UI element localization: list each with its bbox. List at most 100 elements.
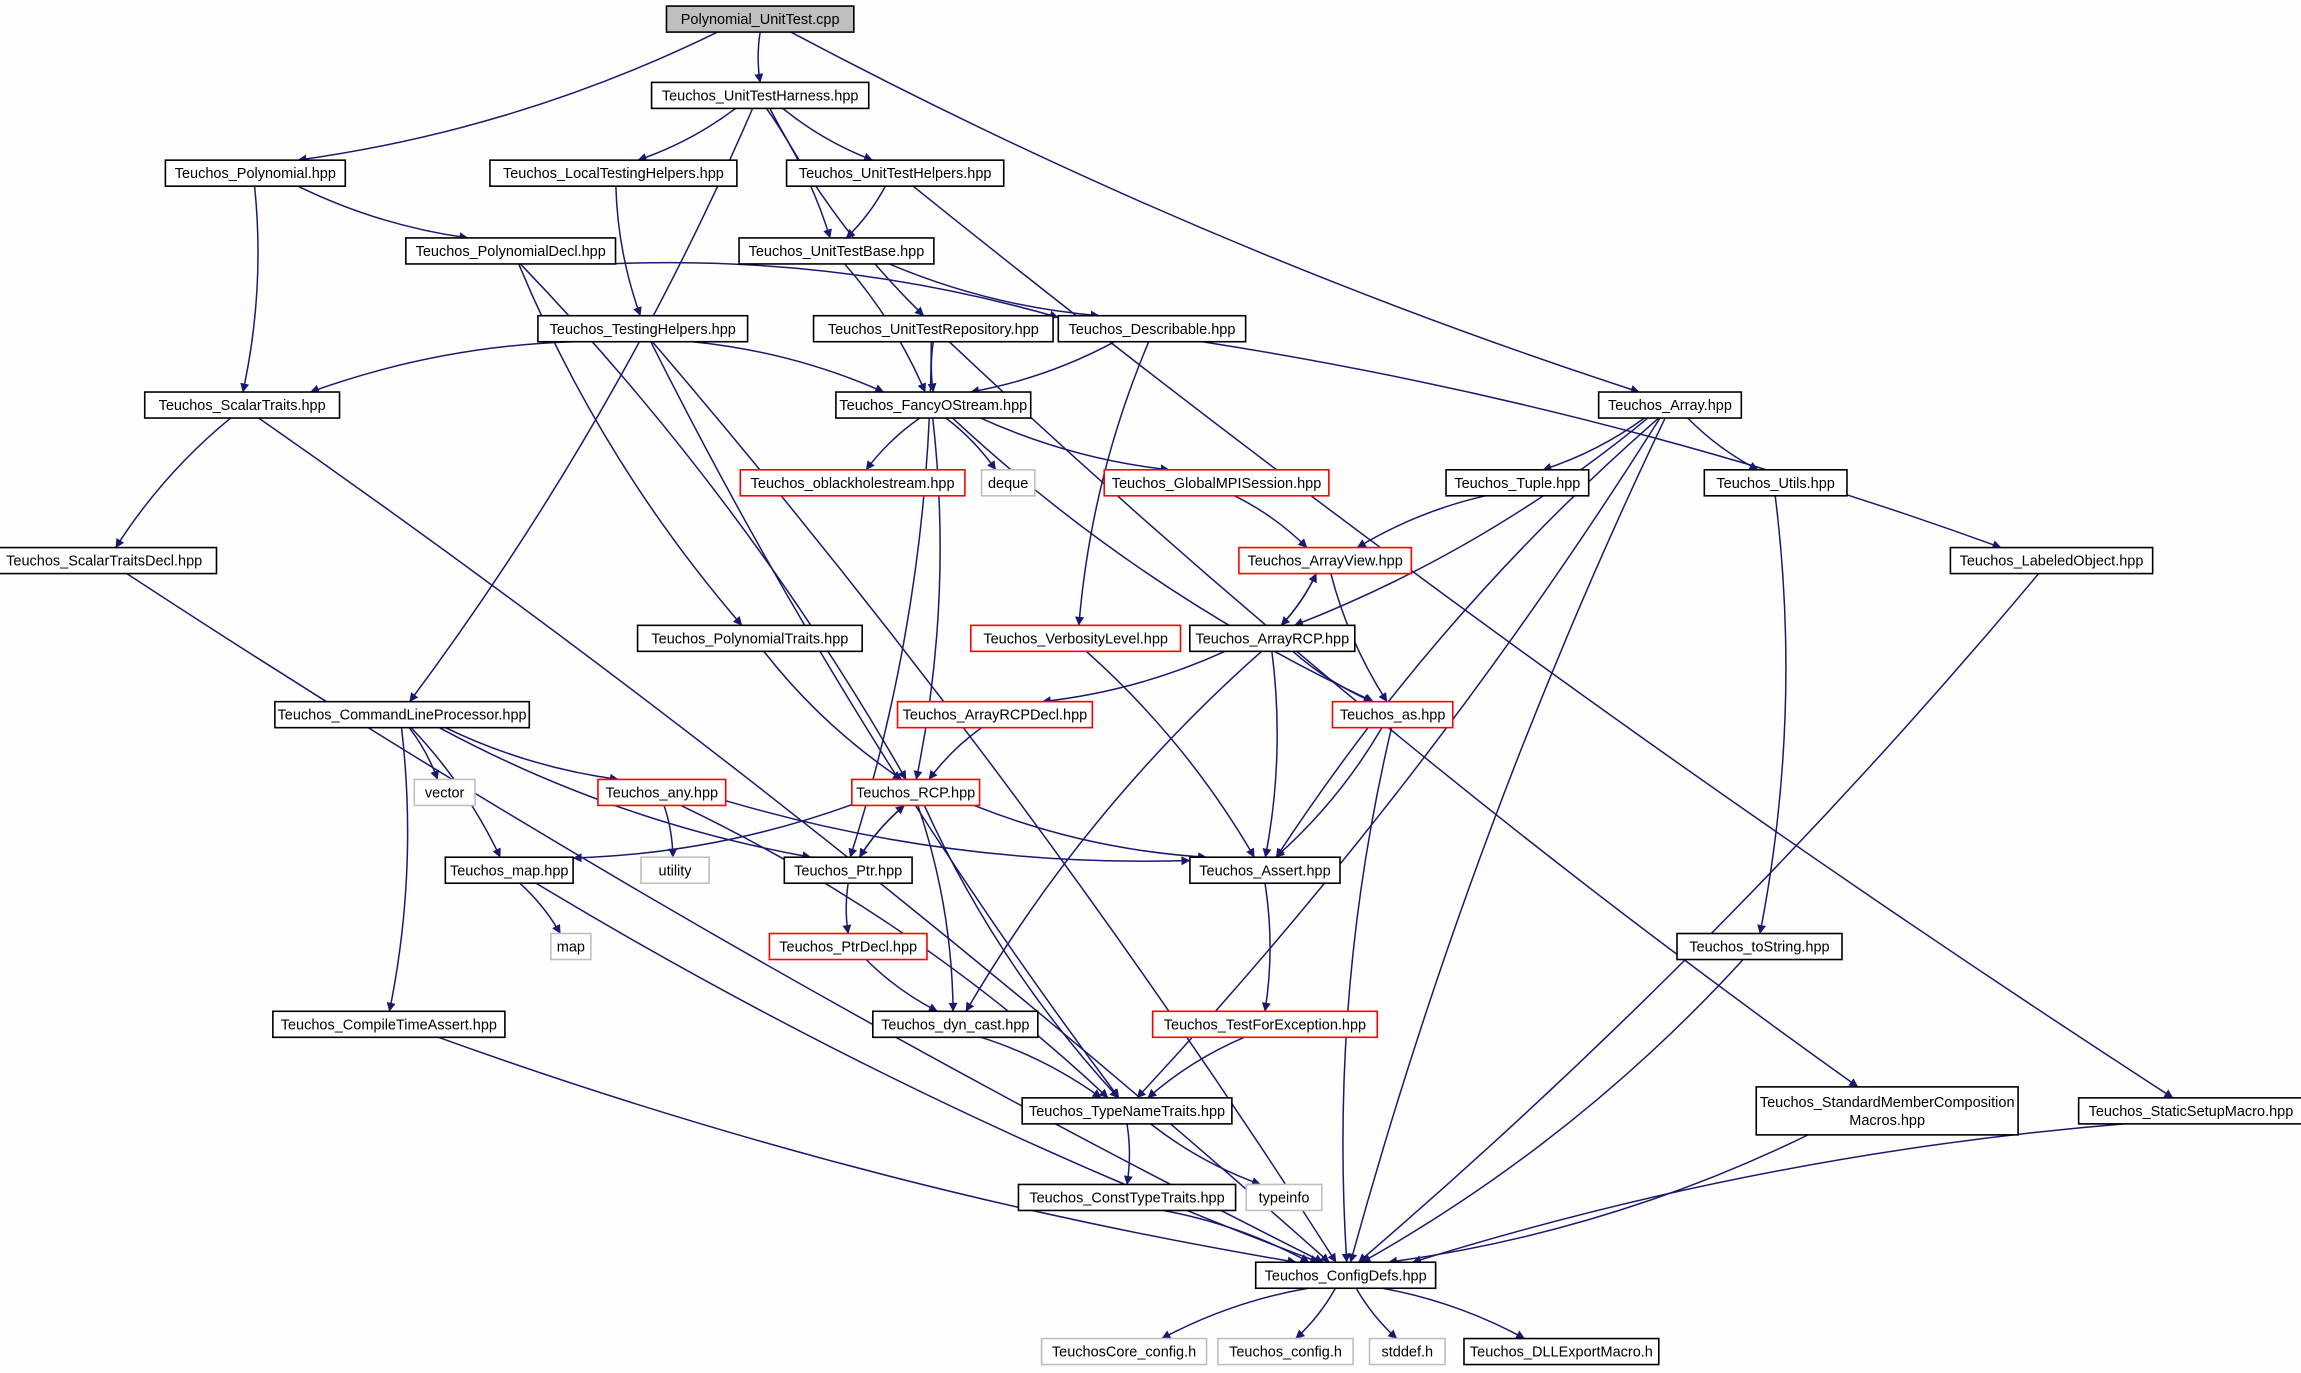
node-box [1103, 468, 1330, 497]
node-harness[interactable]: Teuchos_UnitTestHarness.hpp [650, 81, 870, 110]
node-label: deque [988, 476, 1028, 492]
node-box [444, 856, 574, 885]
edge-scalartraits-to-configdefs [258, 417, 1330, 1263]
node-any[interactable]: Teuchos_any.hpp [597, 778, 727, 807]
node-label: Teuchos_toString.hpp [1689, 940, 1829, 956]
node-describable[interactable]: Teuchos_Describable.hpp [1057, 314, 1247, 343]
node-label: Teuchos_CompileTimeAssert.hpp [281, 1017, 497, 1033]
node-oblackhole[interactable]: Teuchos_oblackholestream.hpp [739, 468, 966, 497]
node-polytraits[interactable]: Teuchos_PolynomialTraits.hpp [636, 624, 863, 653]
node-config[interactable]: Teuchos_config.h [1217, 1337, 1354, 1366]
node-arrayrcpdecl[interactable]: Teuchos_ArrayRCPDecl.hpp [896, 700, 1094, 729]
node-compiletime[interactable]: Teuchos_CompileTimeAssert.hpp [272, 1010, 506, 1039]
node-label: Teuchos_PolynomialDecl.hpp [416, 244, 606, 260]
node-coreconfig[interactable]: TeuchosCore_config.h [1040, 1337, 1208, 1366]
node-label: Teuchos_Polynomial.hpp [175, 166, 336, 182]
node-assert[interactable]: Teuchos_Assert.hpp [1189, 856, 1341, 885]
node-scalartraitsdecl[interactable]: Teuchos_ScalarTraitsDecl.hpp [0, 546, 218, 575]
node-tuple[interactable]: Teuchos_Tuple.hpp [1445, 468, 1590, 497]
edge-compiletime-to-configdefs [438, 1036, 1297, 1266]
node-configdefs[interactable]: Teuchos_ConfigDefs.hpp [1254, 1261, 1437, 1290]
node-unittestbase[interactable]: Teuchos_UnitTestBase.hpp [738, 237, 935, 265]
edge-cmdline-to-ptr [439, 726, 812, 861]
node-label: Teuchos_Assert.hpp [1199, 863, 1330, 879]
node-label: Teuchos_Utils.hpp [1716, 476, 1835, 492]
edge-fancyostream-to-globalmpi [980, 417, 1170, 474]
node-box [597, 778, 727, 807]
edge-localtesting-to-testinghelpers [615, 186, 642, 317]
edge-root-to-array [790, 31, 1640, 394]
edge-configdefs-to-coreconfig [1161, 1287, 1309, 1340]
node-polynomial[interactable]: Teuchos_Polynomial.hpp [164, 159, 347, 187]
edge-dyncast-to-typenametraits [980, 1036, 1102, 1099]
node-typenametraits[interactable]: Teuchos_TypeNameTraits.hpp [1021, 1097, 1233, 1125]
node-testforexc[interactable]: Teuchos_TestForException.hpp [1151, 1010, 1379, 1039]
node-box [274, 700, 531, 729]
node-localtesting[interactable]: Teuchos_LocalTestingHelpers.hpp [489, 159, 738, 187]
node-scalartraits[interactable]: Teuchos_ScalarTraits.hpp [143, 391, 341, 419]
node-utils[interactable]: Teuchos_Utils.hpp [1703, 468, 1848, 497]
node-box [537, 314, 749, 343]
node-testinghelpers[interactable]: Teuchos_TestingHelpers.hpp [537, 314, 749, 343]
edge-cmdline-to-any [445, 726, 619, 783]
node-label: Teuchos_UnitTestHelpers.hpp [799, 166, 992, 182]
node-deque[interactable]: deque [980, 468, 1036, 497]
node-unittesthelpers[interactable]: Teuchos_UnitTestHelpers.hpp [785, 159, 1005, 187]
edge-describable-to-labeledobject [1202, 340, 2002, 549]
node-label: Teuchos_PolynomialTraits.hpp [651, 631, 848, 647]
node-box [1057, 314, 1247, 343]
node-as[interactable]: Teuchos_as.hpp [1331, 700, 1454, 729]
node-box [650, 81, 870, 110]
node-label: Teuchos_Ptr.hpp [794, 863, 902, 879]
node-typeinfo[interactable]: typeinfo [1245, 1183, 1323, 1212]
node-consttypetraits[interactable]: Teuchos_ConstTypeTraits.hpp [1017, 1183, 1237, 1212]
node-array[interactable]: Teuchos_Array.hpp [1597, 391, 1743, 419]
edge-cmdline-to-compiletime [386, 727, 409, 1012]
node-rcp[interactable]: Teuchos_RCP.hpp [851, 778, 981, 807]
node-vector[interactable]: vector [413, 778, 476, 807]
node-box [835, 391, 1032, 419]
edge-harness-to-localtesting [637, 107, 737, 162]
edge-array-to-typenametraits [1136, 417, 1661, 1099]
node-box [1021, 1097, 1233, 1125]
node-box [1254, 1261, 1437, 1290]
node-label: vector [425, 786, 465, 802]
node-box [489, 159, 738, 187]
node-arrayview[interactable]: Teuchos_ArrayView.hpp [1238, 546, 1413, 575]
node-ptr[interactable]: Teuchos_Ptr.hpp [783, 856, 913, 885]
edge-ptrdecl-to-dyncast [865, 958, 938, 1012]
node-arrayrcp[interactable]: Teuchos_ArrayRCP.hpp [1189, 624, 1356, 653]
node-unittestrepo[interactable]: Teuchos_UnitTestRepository.hpp [812, 314, 1054, 343]
node-labeledobject[interactable]: Teuchos_LabeledObject.hpp [1949, 546, 2154, 575]
edge-array-to-tuple [1542, 417, 1645, 472]
node-verbosity[interactable]: Teuchos_VerbosityLevel.hpp [970, 624, 1182, 653]
node-stddef[interactable]: stddef.h [1368, 1337, 1446, 1366]
node-fancyostream[interactable]: Teuchos_FancyOStream.hpp [835, 391, 1032, 419]
node-ptrdecl[interactable]: Teuchos_PtrDecl.hpp [768, 932, 928, 961]
node-dllexport[interactable]: Teuchos_DLLExportMacro.h [1463, 1337, 1660, 1366]
edge-unittestbase-to-describable [888, 263, 1100, 320]
node-tostring[interactable]: Teuchos_toString.hpp [1676, 932, 1843, 961]
node-box [1755, 1086, 2019, 1136]
edge-cmdline-to-vector [408, 727, 439, 780]
node-root[interactable]: Polynomial_UnitTest.cpp [665, 5, 855, 33]
node-cmdline[interactable]: Teuchos_CommandLineProcessor.hpp [274, 700, 531, 729]
node-label: Teuchos_TestingHelpers.hpp [550, 322, 736, 338]
node-mapsys[interactable]: map [550, 932, 592, 961]
node-utility[interactable]: utility [640, 856, 710, 885]
node-box [768, 932, 928, 961]
node-staticsetup[interactable]: Teuchos_StaticSetupMacro.hpp [2077, 1097, 2301, 1125]
node-polydecl[interactable]: Teuchos_PolynomialDecl.hpp [405, 237, 617, 265]
edge-fancyostream-to-deque [945, 417, 997, 471]
node-dyncast[interactable]: Teuchos_dyn_cast.hpp [872, 1010, 1039, 1039]
edge-array-to-configdefs [1348, 417, 1666, 1263]
edge-tostring-to-configdefs [1361, 959, 1744, 1263]
node-globalmpi[interactable]: Teuchos_GlobalMPISession.hpp [1103, 468, 1330, 497]
node-box [851, 778, 981, 807]
node-label: Teuchos_ArrayView.hpp [1247, 554, 1402, 570]
edge-map-to-configdefs [535, 882, 1320, 1264]
node-label: typeinfo [1259, 1191, 1310, 1207]
node-map[interactable]: Teuchos_map.hpp [444, 856, 574, 885]
